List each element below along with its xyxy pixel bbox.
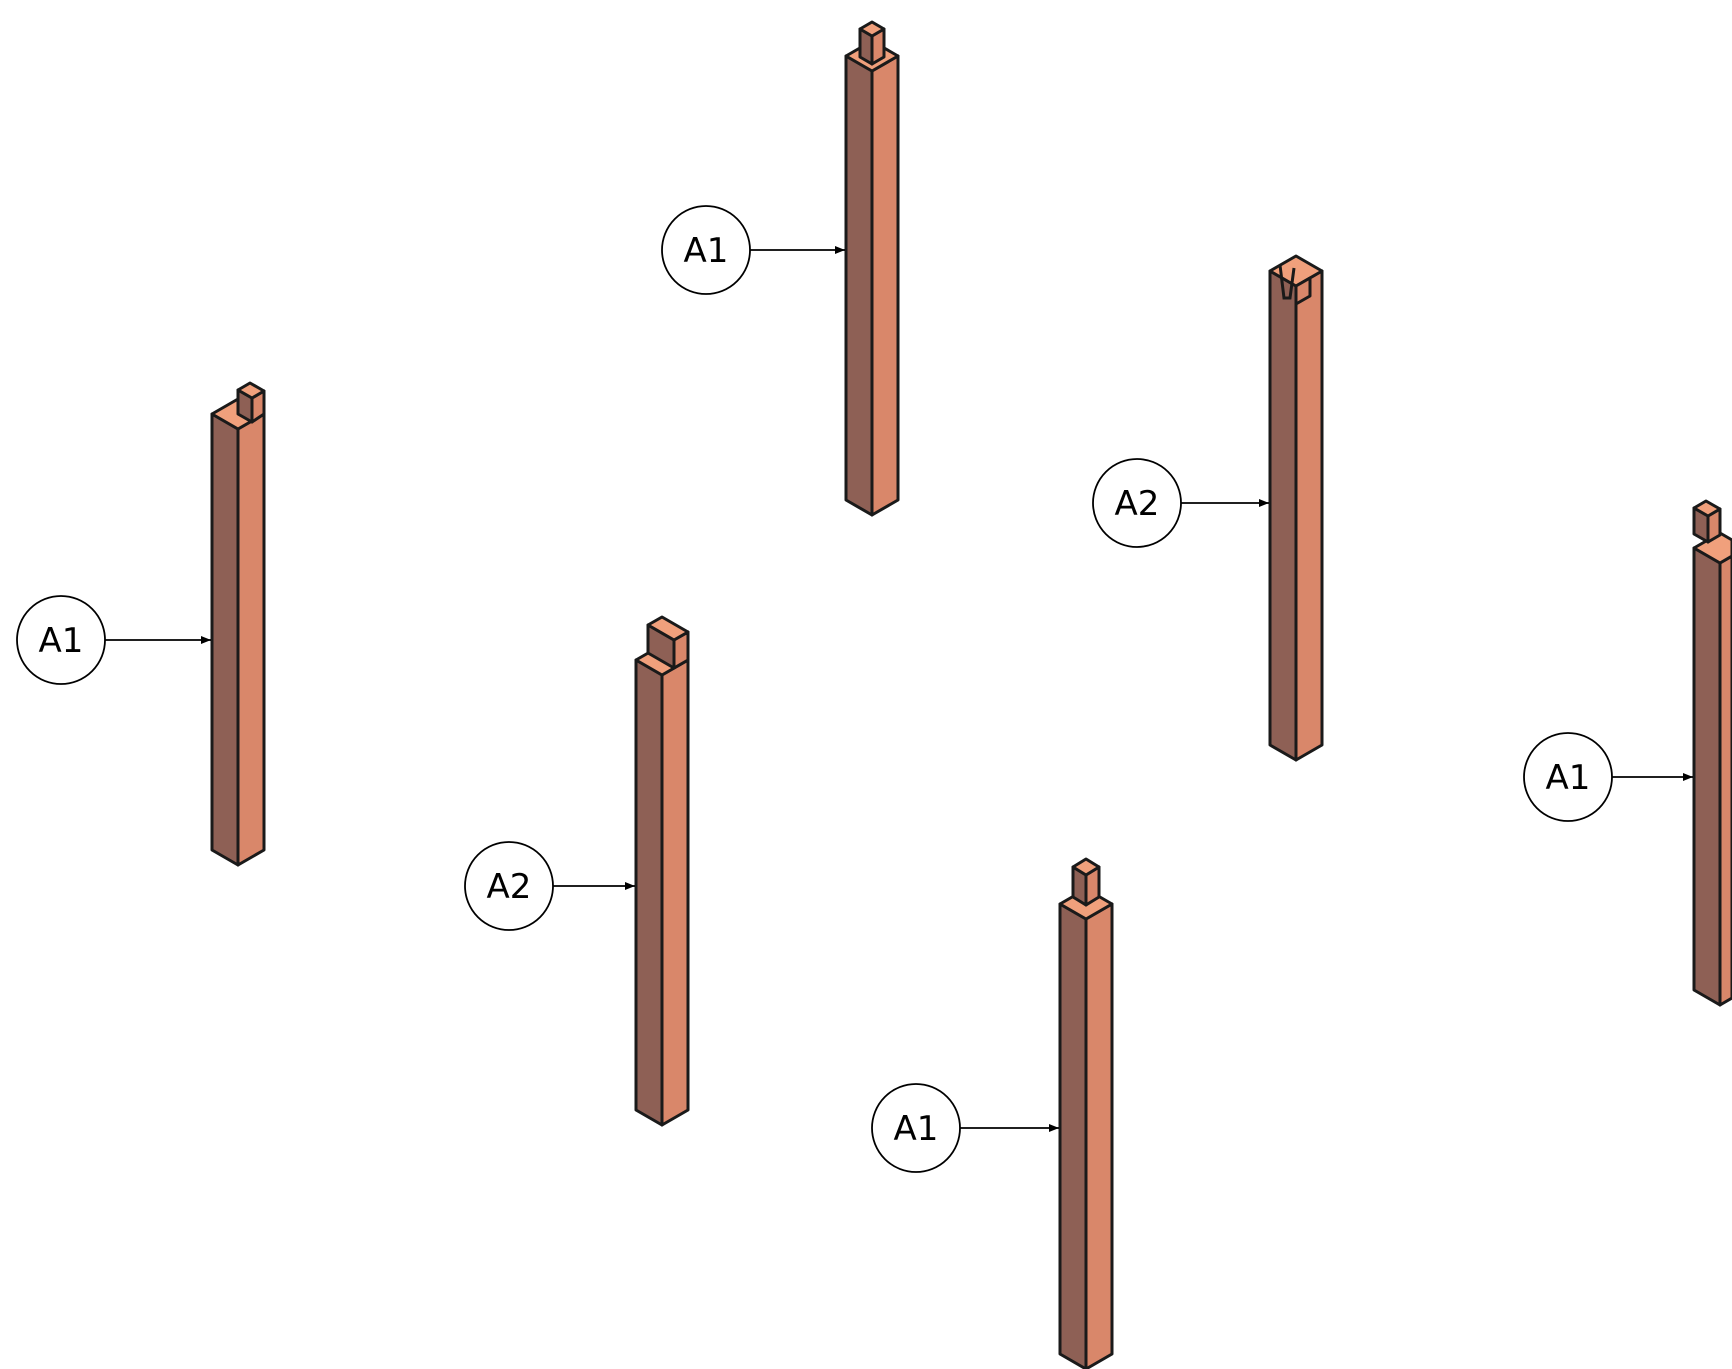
post-face-right bbox=[236, 412, 266, 867]
post-face-right bbox=[660, 658, 690, 1127]
callout-A1-post-6: A1 bbox=[1523, 732, 1693, 822]
post-top-face bbox=[236, 381, 266, 400]
post-face-right bbox=[870, 54, 900, 517]
post-body bbox=[210, 397, 266, 867]
post-top-notch bbox=[236, 381, 266, 424]
post-body bbox=[1058, 887, 1114, 1369]
post-face-right bbox=[1294, 269, 1324, 762]
post-face-left bbox=[210, 412, 240, 867]
post-face-right bbox=[1718, 554, 1732, 1007]
post-face-left bbox=[1268, 269, 1298, 762]
post-body bbox=[634, 643, 690, 1127]
post-body bbox=[844, 39, 900, 517]
post-top-face bbox=[646, 615, 690, 642]
post-1: A1 bbox=[16, 381, 266, 867]
post-5: A1 bbox=[871, 857, 1114, 1369]
post-6: A1 bbox=[1523, 499, 1732, 1007]
callout-A2-post-3: A2 bbox=[1092, 458, 1269, 548]
post-face-left bbox=[844, 54, 874, 517]
callout-A2-post-4: A2 bbox=[464, 841, 635, 931]
post-top-face bbox=[1692, 499, 1722, 518]
post-body bbox=[1268, 254, 1324, 762]
post-top-notch bbox=[646, 615, 690, 670]
post-face-left bbox=[1692, 546, 1722, 1007]
post-face-right bbox=[1294, 276, 1312, 306]
post-4: A2 bbox=[464, 615, 690, 1127]
callout-label: A2 bbox=[487, 867, 532, 907]
callout-A1-post-1: A1 bbox=[16, 595, 211, 685]
post-face-left bbox=[634, 658, 664, 1127]
callout-label: A1 bbox=[1546, 758, 1591, 798]
post-face-right bbox=[1084, 902, 1114, 1369]
callout-label: A2 bbox=[1115, 484, 1160, 524]
callout-label: A1 bbox=[684, 231, 729, 271]
post-3: A2 bbox=[1092, 254, 1324, 762]
callout-label: A1 bbox=[39, 621, 84, 661]
callout-A1-post-2: A1 bbox=[661, 205, 845, 295]
post-2: A1 bbox=[661, 20, 900, 517]
post-top-tenon bbox=[1071, 857, 1101, 907]
post-top-face bbox=[858, 20, 886, 38]
callout-A1-post-5: A1 bbox=[871, 1083, 1059, 1173]
post-top-tenon bbox=[858, 20, 886, 66]
callout-label: A1 bbox=[894, 1109, 939, 1149]
post-top-groove bbox=[1278, 264, 1312, 306]
post-face-left bbox=[1058, 902, 1088, 1369]
post-top-face bbox=[1071, 857, 1101, 877]
post-body bbox=[1692, 531, 1732, 1007]
post-top-notch bbox=[1692, 499, 1722, 544]
